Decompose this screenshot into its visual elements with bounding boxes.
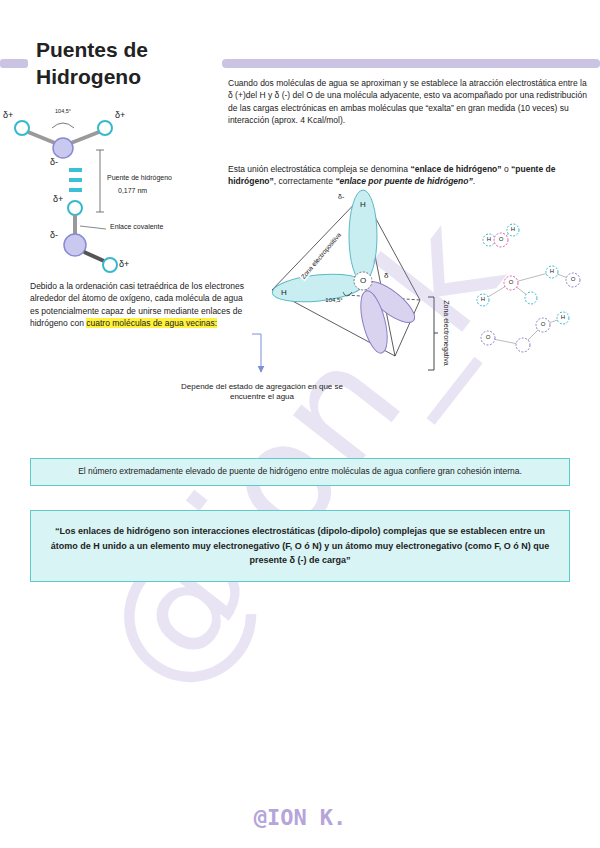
text-label: o	[504, 164, 509, 174]
text-label: δ+	[3, 110, 13, 121]
text-label: H	[487, 236, 491, 243]
header-bar	[222, 59, 600, 68]
paragraph: Debido a la ordenación casi tetraédrica …	[30, 280, 252, 329]
note-box: El número extremadamente elevado de puen…	[30, 458, 570, 486]
text-label: “enlace de hidrógeno”	[410, 164, 501, 174]
text-label: @ion_k	[63, 187, 538, 724]
text-label: δ+	[53, 194, 63, 205]
text-label: 104,5°	[325, 297, 342, 304]
note-text: “Los enlaces de hidrógeno son interaccio…	[41, 524, 559, 567]
text-label: “enlace por puente de hidrógeno”	[335, 176, 472, 186]
note-text: El número extremadamente elevado de puen…	[41, 465, 559, 479]
text-label: δ	[384, 271, 388, 281]
text-label: H	[360, 200, 366, 210]
page-title: Puentes de Hidrogeno	[36, 36, 186, 90]
paragraph: Esta unión electrostática compleja se de…	[228, 163, 590, 188]
water-molecules	[15, 121, 117, 272]
text-label: .	[473, 176, 475, 186]
paragraph: Cuando dos moléculas de agua se aproxima…	[228, 77, 590, 126]
text-label: O	[360, 276, 366, 286]
text-label: O	[541, 321, 546, 328]
text-label: 104,5°	[55, 108, 71, 115]
note-box: “Los enlaces de hidrógeno son interaccio…	[30, 510, 570, 582]
text-label: @ION K.	[254, 805, 347, 831]
text-label: δ-	[338, 193, 344, 201]
text-label: Enlace covalente	[110, 223, 163, 231]
text-label: O	[486, 334, 491, 341]
text-label: δ-	[50, 157, 58, 168]
text-label: , correctamente	[274, 176, 333, 186]
text-label: 0,177 nm	[118, 187, 147, 195]
text-label: δ-	[50, 230, 58, 241]
text-label: Puente de hidrógeno	[107, 174, 172, 182]
text-label: O	[571, 276, 576, 283]
text-label: H	[481, 296, 485, 303]
text-label: Esta unión electrostática compleja se de…	[228, 164, 408, 174]
text-label: δ+	[115, 110, 125, 121]
text-label: cuatro moléculas de agua vecinas:	[86, 318, 217, 328]
text-label: H	[561, 314, 565, 321]
text-label: Cuando dos moléculas de agua se aproxima…	[228, 78, 587, 125]
text-label: Zona electronegativa	[442, 300, 450, 365]
text-label: Depende del estado de agregación en que …	[177, 382, 347, 401]
header-bar	[0, 59, 28, 68]
text-label: H	[550, 268, 554, 275]
text-label: δ+	[119, 259, 129, 270]
text-label: H	[281, 288, 287, 298]
text-label: H	[511, 226, 515, 233]
text-label: O	[509, 279, 514, 286]
text-label: O	[499, 236, 504, 243]
